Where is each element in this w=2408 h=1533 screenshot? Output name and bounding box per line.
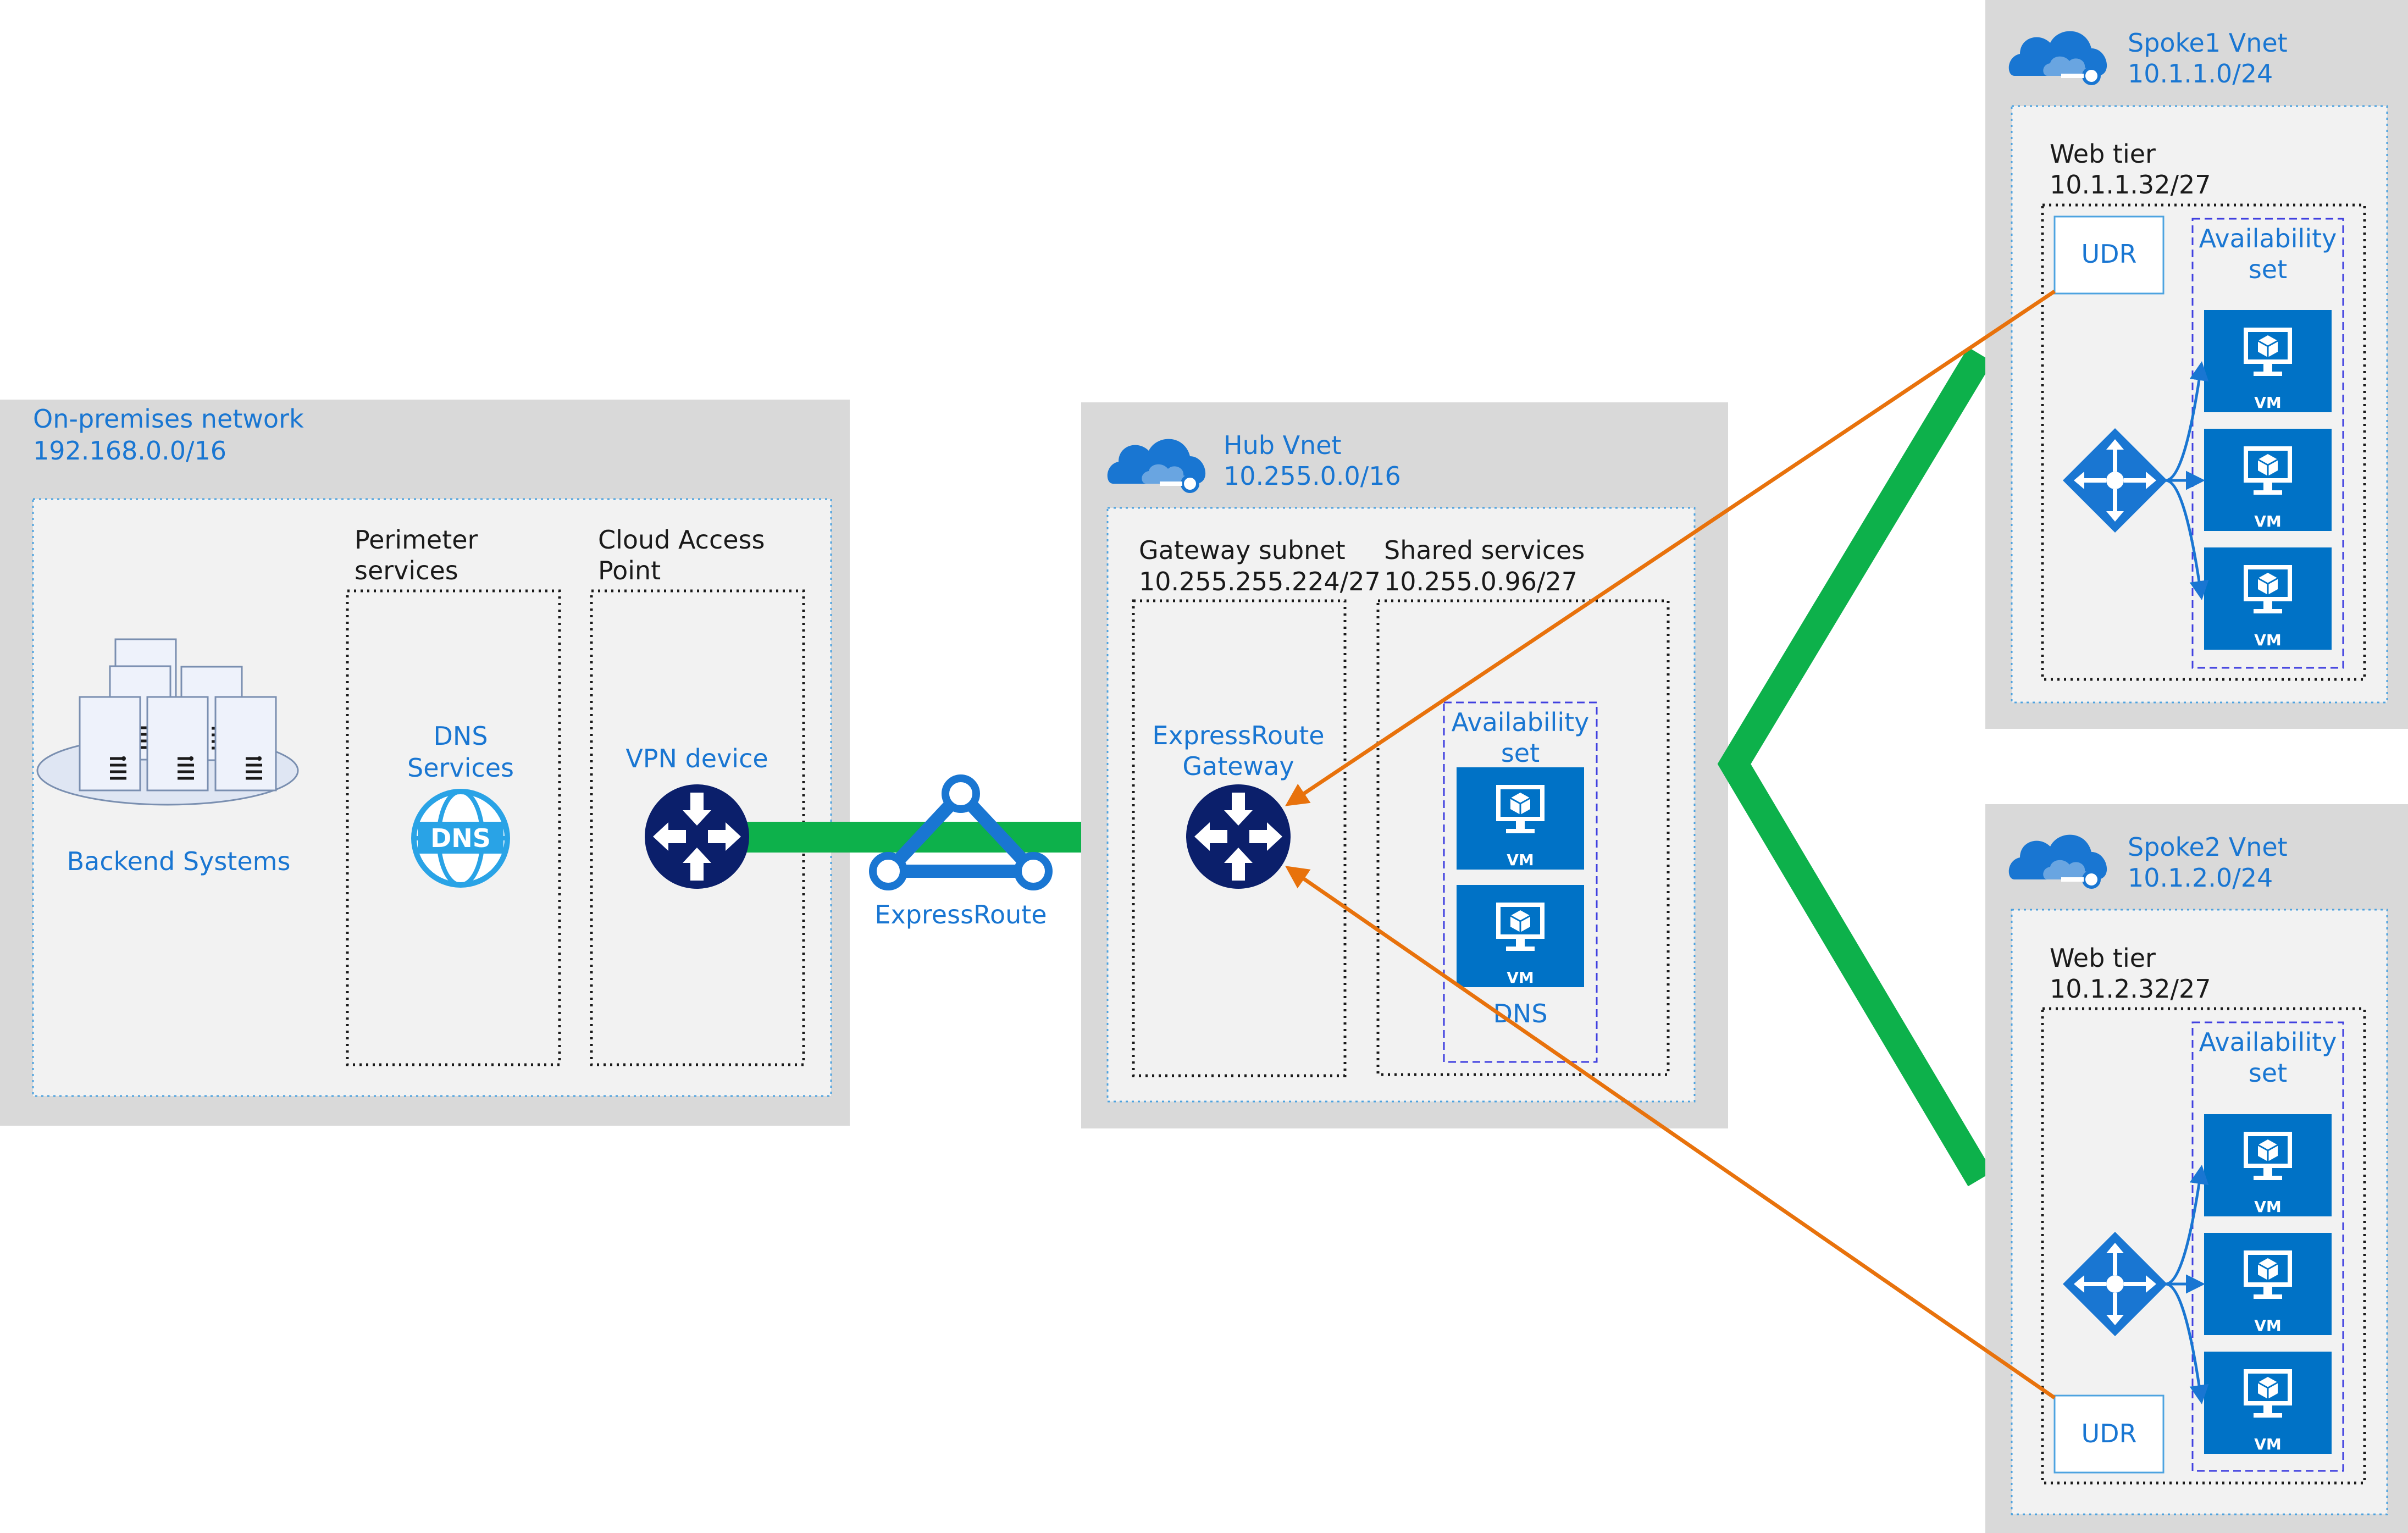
spoke2-udr: UDR [2053, 1394, 2165, 1474]
cap-title: Point [598, 556, 661, 585]
vm-label: VM [2254, 1316, 2282, 1335]
expressroute-gateway-icon [1186, 784, 1291, 889]
udr-route-spoke2 [1285, 866, 2056, 1399]
vm-tile: VM [1455, 884, 1585, 988]
cap-title: Cloud Access [598, 525, 765, 555]
server-icon [147, 697, 208, 790]
spoke1-tier-title: Web tier [2050, 139, 2156, 169]
vpn-device-label: VPN device [625, 744, 768, 773]
vm-label: VM [2254, 1198, 2282, 1216]
spoke1-tier-cidr: 10.1.1.32/27 [2050, 170, 2211, 200]
spoke2-avset-label: Availability [2199, 1027, 2337, 1057]
load-balancer-fanout [2165, 1165, 2209, 1404]
hub-availability-set [1443, 701, 1598, 1063]
perimeter-services: Perimeter services DNS Services DNS [346, 525, 561, 1066]
dns-services-label: DNS [433, 721, 488, 751]
spoke2-cidr: 10.1.2.0/24 [2128, 863, 2273, 893]
udr-route-spoke1 [1285, 290, 2056, 806]
spoke1-avset-label: Availability [2199, 224, 2337, 253]
vm-label: VM [2254, 394, 2282, 412]
server-icon [80, 697, 140, 790]
expressroute-icon [869, 774, 1053, 890]
shared-services-cidr: 10.255.0.96/27 [1384, 567, 1577, 596]
spoke1-title: Spoke1 Vnet [2128, 28, 2288, 58]
spoke2-tier-title: Web tier [2050, 943, 2156, 973]
backend-systems: Backend Systems [36, 639, 299, 876]
vm-tile: VM [2203, 546, 2333, 651]
gateway-label: Gateway [1182, 751, 1294, 781]
vm-tile: VM [2203, 309, 2333, 413]
load-balancer-fanout [2165, 361, 2209, 600]
vm-tile: VM [2203, 1232, 2333, 1336]
perimeter-title: services [355, 556, 458, 585]
server-icon [215, 697, 276, 790]
vm-label: VM [2254, 1435, 2282, 1453]
vm-tile: VM [2203, 1113, 2333, 1217]
hub-avset-label: set [1501, 738, 1540, 768]
dns-globe-icon: DNS [411, 789, 510, 888]
dns-icon-text: DNS [430, 823, 491, 853]
perimeter-title: Perimeter [355, 525, 478, 555]
udr-label: UDR [2081, 239, 2136, 269]
expressroute-label: ExpressRoute [874, 900, 1047, 929]
shared-services: Shared services 10.255.0.96/27 Availabil… [1376, 535, 1670, 1076]
onprem-title: On-premises network [33, 404, 304, 434]
onprem-cidr: 192.168.0.0/16 [33, 436, 226, 466]
spoke1-cidr: 10.1.1.0/24 [2128, 59, 2273, 88]
udr-routes [1285, 290, 2056, 1399]
vm-tile: VM [2203, 1351, 2333, 1455]
shared-services-title: Shared services [1384, 535, 1585, 565]
spoke2-title: Spoke2 Vnet [2128, 832, 2288, 862]
vm-tile: VM [1455, 766, 1585, 871]
dns-services-label: Services [407, 753, 514, 783]
peering-links: peering peering [1717, 347, 1993, 1187]
udr-label: UDR [2081, 1419, 2136, 1448]
spoke2-tier-cidr: 10.1.2.32/27 [2050, 974, 2211, 1004]
spoke2-vnet-panel: Spoke2 Vnet 10.1.2.0/24 Web tier 10.1.2.… [1985, 804, 2408, 1533]
gateway-subnet-cidr: 10.255.255.224/27 [1139, 567, 1381, 596]
vm-label: VM [2254, 631, 2282, 649]
hub-title: Hub Vnet [1224, 430, 1342, 460]
hub-avset-label: Availability [1452, 707, 1590, 737]
hub-cidr: 10.255.0.0/16 [1224, 461, 1401, 491]
gateway-label: ExpressRoute [1152, 721, 1324, 750]
spoke1-vnet-panel: Spoke1 Vnet 10.1.1.0/24 Web tier 10.1.1.… [1985, 0, 2408, 729]
vm-label: VM [1507, 851, 1534, 869]
gateway-subnet-title: Gateway subnet [1139, 535, 1346, 565]
spoke1-udr: UDR [2053, 215, 2165, 295]
vm-label: VM [1507, 968, 1534, 987]
backend-systems-label: Backend Systems [67, 846, 291, 876]
spoke1-avset-label: set [2249, 254, 2287, 284]
vm-tile: VM [2203, 428, 2333, 532]
vpn-router-icon [645, 784, 749, 889]
spoke2-avset-label: set [2249, 1058, 2287, 1088]
vm-label: VM [2254, 512, 2282, 530]
